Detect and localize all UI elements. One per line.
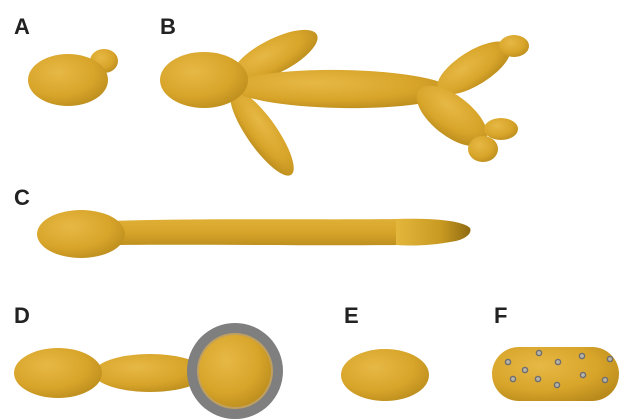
granule bbox=[535, 376, 540, 381]
mother-cell bbox=[160, 52, 248, 108]
granule bbox=[536, 350, 541, 355]
granule bbox=[555, 359, 560, 364]
panel-b: B bbox=[160, 14, 529, 183]
panel-label-c: C bbox=[14, 185, 30, 210]
panel-label-d: D bbox=[14, 303, 30, 328]
hyphal-tip bbox=[396, 219, 470, 246]
panel-c: C bbox=[14, 185, 470, 258]
oval-cell bbox=[341, 349, 429, 401]
granule bbox=[522, 367, 527, 372]
panel-label-b: B bbox=[160, 14, 176, 39]
terminal-bud-middle bbox=[484, 118, 518, 140]
panel-a: A bbox=[14, 14, 118, 106]
granule bbox=[602, 377, 607, 382]
granule bbox=[580, 372, 585, 377]
terminal-bud-lower bbox=[468, 136, 498, 162]
granule bbox=[510, 376, 515, 381]
panel-f: F bbox=[492, 303, 619, 401]
granule bbox=[554, 382, 559, 387]
granule bbox=[505, 359, 510, 364]
rod-cell bbox=[492, 347, 619, 401]
mother-cell bbox=[14, 348, 102, 398]
mother-yeast-cell bbox=[28, 54, 108, 106]
mother-cell bbox=[37, 210, 125, 258]
granule bbox=[579, 353, 584, 358]
panel-label-a: A bbox=[14, 14, 30, 39]
panel-d: D bbox=[14, 303, 283, 419]
encapsulated-cell bbox=[199, 335, 271, 407]
granule bbox=[607, 356, 612, 361]
terminal-bud-upper bbox=[499, 35, 529, 57]
panel-label-e: E bbox=[344, 303, 359, 328]
panel-e: E bbox=[341, 303, 429, 401]
hypha bbox=[110, 219, 398, 245]
panel-label-f: F bbox=[494, 303, 507, 328]
